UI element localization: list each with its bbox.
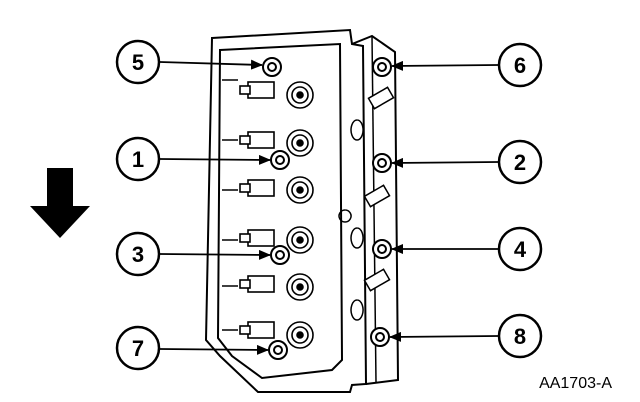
valve-group [239,81,314,109]
callout-3: 3 [132,242,144,267]
callout-5: 5 [132,50,144,75]
valve-group [239,176,314,204]
leader-lines [159,59,499,355]
head-bolt-3 [270,245,290,265]
callout-6: 6 [514,53,526,78]
callout-4: 4 [514,237,527,262]
figure-id: AA1703-A [539,375,612,392]
head-bolt-7 [268,340,288,360]
head-bolt-4 [372,239,392,259]
spark-plugs [363,86,395,292]
valve-group [239,273,314,301]
head-bolt-5 [262,57,282,77]
valve-group [239,226,314,254]
cylinder-head-outline [204,28,400,393]
head-bolt-8 [370,327,390,347]
head-bolt-2 [372,153,392,173]
callout-1: 1 [132,147,144,172]
callout-8: 8 [514,324,526,349]
valve-group [239,129,314,157]
down-arrow-icon [30,168,90,238]
valve-group [239,321,314,349]
head-bolts [262,57,392,360]
callout-7: 7 [132,336,144,361]
head-bolt-6 [372,57,392,77]
callout-2: 2 [514,150,526,175]
head-bolt-1 [270,150,290,170]
valve-train [239,81,314,349]
